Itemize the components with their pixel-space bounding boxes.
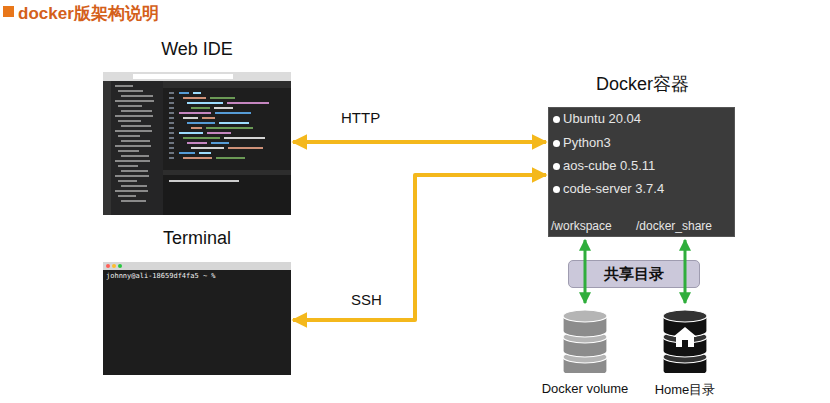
docker-volume-icon: Docker volume xyxy=(560,305,610,373)
package-item: Ubuntu 20.04 xyxy=(563,111,641,126)
bullet-dot xyxy=(553,116,560,123)
connector-arrow xyxy=(584,240,587,303)
storage-label: Home目录 xyxy=(655,381,716,399)
bullet-dot xyxy=(553,186,560,193)
docker-container-box: Docker容器Ubuntu 20.04Python3aos-cube 0.5.… xyxy=(548,107,735,237)
bullet-dot xyxy=(553,140,560,147)
node-heading: Docker容器 xyxy=(549,72,736,96)
home-dir-icon: Home目录 xyxy=(660,305,710,373)
node-heading: Web IDE xyxy=(103,39,291,60)
storage-label: Docker volume xyxy=(542,381,629,396)
title-bullet xyxy=(3,6,15,18)
terminal-prompt: johnny@ali-18659df4fa5 ~ % xyxy=(106,272,216,280)
package-item: code-server 3.7.4 xyxy=(563,181,664,196)
bullet-dot xyxy=(553,163,560,170)
shared-dir-band: 共享目录 xyxy=(568,260,700,288)
connector-arrow xyxy=(684,240,687,303)
connector-arrow xyxy=(293,175,546,320)
edge-label: SSH xyxy=(348,291,385,308)
edge-label: HTTP xyxy=(338,109,383,126)
diagram-title: docker版架构说明 xyxy=(18,2,159,25)
connector-arrow xyxy=(293,140,546,144)
volume-storage-icon xyxy=(560,305,610,373)
band-label: 共享目录 xyxy=(602,265,666,284)
package-item: aos-cube 0.5.11 xyxy=(563,158,655,173)
mount-path: /docker_share xyxy=(636,219,712,233)
web-ide-window: Web IDE xyxy=(103,72,291,215)
node-heading: Terminal xyxy=(103,228,291,249)
home-storage-icon xyxy=(660,305,710,373)
package-item: Python3 xyxy=(563,135,611,150)
terminal-window: Terminaljohnny@ali-18659df4fa5 ~ % xyxy=(103,262,291,375)
mount-path: /workspace xyxy=(551,219,612,233)
ide-screenshot xyxy=(103,72,291,215)
